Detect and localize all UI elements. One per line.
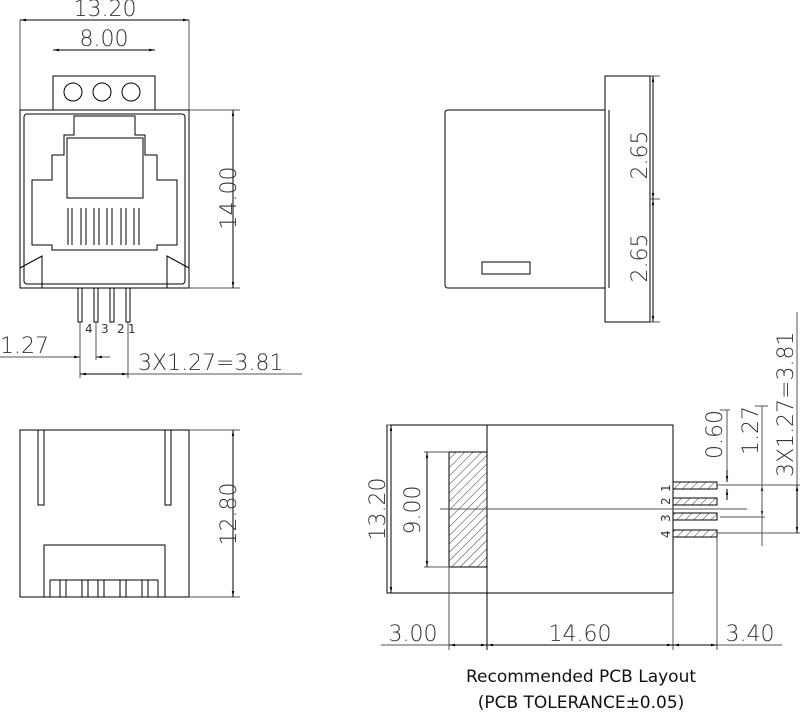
bottom-view: 12.80 [19,429,242,598]
pitch-dim: 1.27 [0,334,49,359]
pad-width-dim: 0.60 [703,410,728,459]
slot-dim: 9.00 [401,486,426,535]
pin-label: 4 [85,322,93,336]
bottom-height-dim: 12.80 [217,483,242,546]
body-dim: 14.60 [549,622,612,647]
height-dim: 14.00 [217,167,242,230]
pad-label: 2 [659,497,673,505]
pin-label: 1 [128,322,136,336]
pad-span-dim: 3X1.27=3.81 [774,332,799,477]
pin-label: 2 [117,322,125,336]
caption-title: Recommended PCB Layout [466,667,696,687]
left-dim: 3.00 [389,622,438,647]
pin-label: 3 [101,322,109,336]
pad-label: 4 [659,530,673,538]
front-view: 13.20 8.00 14.00 4 3 2 1 1.27 3X1.27=3.8… [0,0,302,378]
lower-dim: 2.65 [628,234,653,283]
pcb-layout: 13.20 9.00 1 2 3 4 0.60 1.27 3X1.27=3.81… [366,312,800,713]
span-dim: 3X1.27=3.81 [138,351,283,376]
pcb-height-dim: 13.20 [366,478,391,541]
pad-label: 3 [659,514,673,522]
right-dim: 3.40 [726,622,775,647]
tab-dim: 8.00 [80,27,129,52]
pad-pitch-dim: 1.27 [739,406,764,455]
caption-tolerance: (PCB TOLERANCE±0.05) [478,693,685,713]
pins [77,287,131,323]
pad-label: 1 [659,484,673,492]
upper-dim: 2.65 [628,131,653,180]
width-dim: 13.20 [74,0,137,22]
side-view: 2.65 2.65 [444,75,660,323]
